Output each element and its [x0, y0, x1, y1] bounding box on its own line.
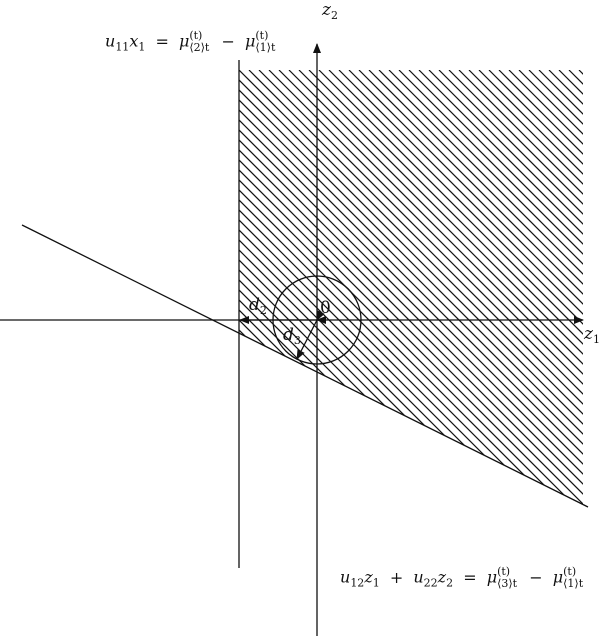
equation-top: u11x1 = μ(t)⟨2⟩t − μ(t)⟨1⟩t: [105, 29, 276, 55]
hatch-line: [478, 70, 583, 505]
constraint-line-slanted: [21, 224, 589, 508]
d2-label: d2: [249, 295, 267, 317]
z2-axis-label: z2: [322, 0, 338, 22]
hatch-line: [488, 70, 583, 505]
d3-arrow: [296, 310, 325, 360]
d3-label: d3: [283, 325, 301, 347]
hatch-line: [398, 70, 583, 505]
origin-label: 0: [320, 298, 331, 318]
hatch-line: [348, 70, 583, 505]
hatch-line: [498, 70, 583, 505]
hatch-line: [368, 70, 583, 505]
hatch-line: [378, 70, 583, 505]
hatch-line: [338, 70, 583, 505]
hatch-line: [438, 70, 583, 505]
z1-axis-label: z1: [584, 324, 600, 346]
hatch-line: [448, 70, 583, 505]
hatch-line: [458, 70, 583, 505]
hatch-line: [388, 70, 583, 505]
hatch-line: [589, 70, 600, 570]
hatch-line: [428, 70, 583, 505]
hatch-line: [468, 70, 583, 505]
hatch-line: [358, 70, 583, 505]
equation-bottom: u12z1 + u22z2 = μ(t)⟨3⟩t − μ(t)⟨1⟩t: [340, 565, 584, 591]
hatch-line: [418, 70, 583, 505]
hatch-line: [408, 70, 583, 505]
